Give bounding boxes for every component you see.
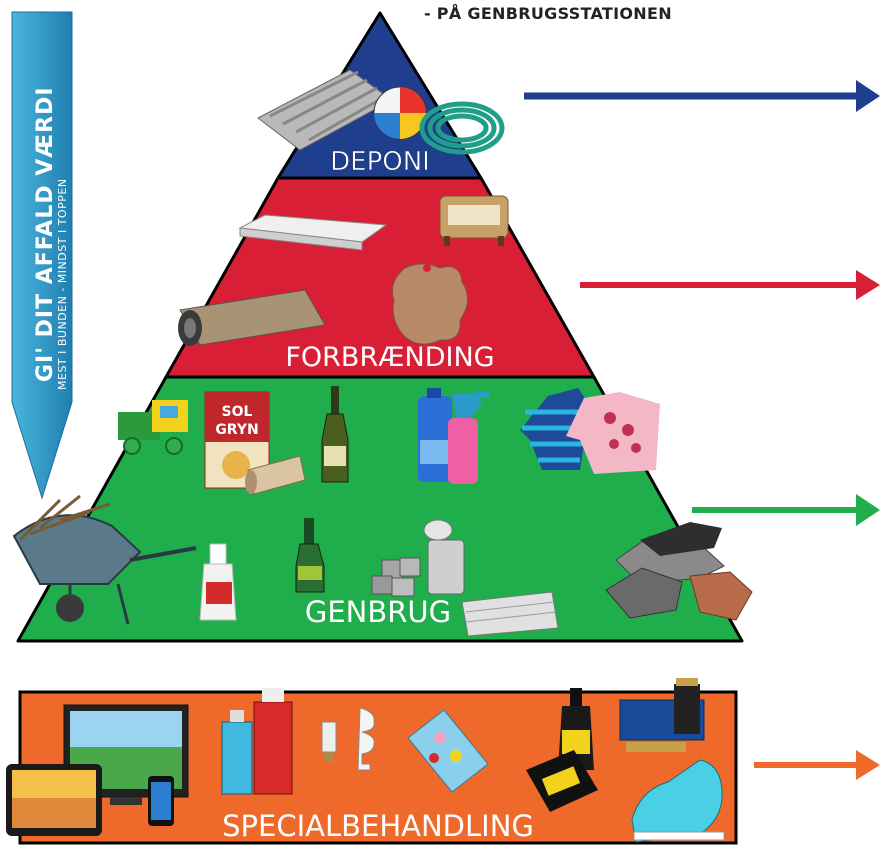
sneaker-icon	[631, 759, 725, 843]
bricks-stones-icon	[605, 522, 753, 621]
armchair-icon	[439, 195, 509, 246]
phone-icon	[148, 776, 174, 826]
blister-toy-icon	[407, 709, 489, 793]
detergent-bottle-icon	[418, 388, 452, 482]
cereal-box-brand: SOL	[222, 404, 253, 420]
deponi-label: DEPONI	[330, 147, 430, 177]
spray-cans-icon	[221, 688, 293, 795]
chemical-bottles-icon	[526, 688, 598, 812]
rolled-rug-icon	[178, 289, 326, 346]
arrow-forbraending	[580, 270, 880, 300]
tablet-icon	[6, 764, 102, 836]
genbrug-items: SOL GRYN	[12, 386, 753, 637]
specialbehandling-label: SPECIALBEHANDLING	[222, 809, 534, 843]
ketchup-bottle-icon	[199, 543, 237, 621]
green-bottle-icon	[295, 518, 325, 593]
light-bulbs-icon	[321, 707, 375, 771]
arrow-specialbehandling	[754, 750, 880, 780]
side-banner-title: GI' DIT AFFALD VÆRDI	[33, 86, 58, 382]
cereal-box-icon: SOL GRYN	[204, 391, 270, 489]
wine-bottle-icon	[321, 386, 349, 483]
garden-hose-icon	[419, 101, 505, 155]
specialbehandling-section: SPECIALBEHANDLING	[6, 678, 738, 845]
arrow-deponi	[524, 80, 880, 112]
newspaper-stack-icon	[461, 591, 559, 637]
spray-bottle-icon	[448, 392, 490, 484]
floral-sweater-icon	[566, 392, 660, 474]
side-banner-subtitle: MEST I BUNDEN - MINDST I TOPPEN	[56, 178, 69, 390]
forbraending-items: FORBRÆNDING	[178, 195, 509, 373]
deponi-items: DEPONI	[257, 69, 505, 177]
mattress-icon	[238, 214, 388, 251]
cereal-box-product: GRYN	[215, 422, 258, 438]
corrugated-sheet-icon	[257, 69, 393, 151]
side-banner-arrow: GI' DIT AFFALD VÆRDI MEST I BUNDEN - MIN…	[11, 11, 73, 500]
forbraending-label: FORBRÆNDING	[285, 342, 494, 373]
toy-truck-icon	[118, 400, 188, 455]
wheelbarrow-branches-icon	[12, 494, 197, 625]
tin-cans-icon	[371, 519, 465, 597]
arrow-genbrug	[692, 494, 880, 526]
batteries-icon	[619, 678, 705, 752]
leather-hide-icon	[391, 263, 468, 345]
cardboard-roll-icon	[245, 455, 306, 495]
beach-ball-icon	[373, 86, 427, 140]
genbrug-label: GENBRUG	[305, 595, 451, 629]
page-subtitle: - PÅ GENBRUGSSTATIONEN	[424, 4, 672, 23]
